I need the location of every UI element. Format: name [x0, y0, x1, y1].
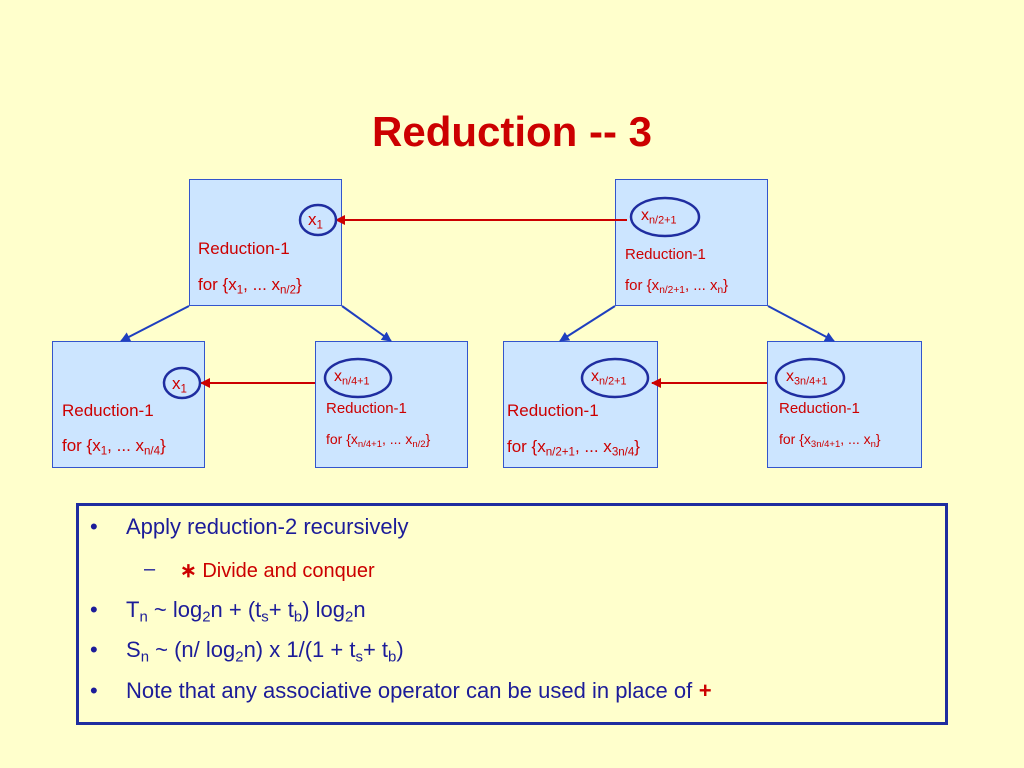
- plus-operator: +: [698, 678, 712, 703]
- range-bottom-2: for {xn/4+1, ... xn/2}: [326, 431, 431, 450]
- split-arrow-2: [341, 305, 392, 342]
- label-top-left: Reduction-1: [198, 239, 290, 258]
- var-circle-bottom-1: [162, 366, 202, 400]
- var-circle-top-right: [629, 196, 701, 238]
- label-bottom-2: Reduction-1: [326, 400, 407, 417]
- var-top-right: xn/2+1: [641, 207, 677, 227]
- var-bottom-1: x1: [172, 374, 187, 396]
- bullet-marker: •: [90, 637, 98, 662]
- var-bottom-3: xn/2+1: [591, 368, 627, 388]
- slide-title: Reduction -- 3: [372, 108, 652, 155]
- box-top-left: [189, 179, 342, 306]
- bullet-apply-reduction: •Apply reduction-2 recursively: [90, 514, 409, 539]
- box-top-right: [615, 179, 768, 306]
- bullet-sn-formula: •Sn ~ (n/ log2n) x 1/(1 + ts+ tb): [90, 637, 404, 666]
- split-arrow-3: [559, 305, 616, 342]
- range-bottom-3: for {xn/2+1, ... x3n/4}: [507, 437, 640, 459]
- label-bottom-1: Reduction-1: [62, 401, 154, 420]
- label-bottom-4: Reduction-1: [779, 400, 860, 417]
- notes-panel: [76, 503, 948, 725]
- star-icon: ∗: [180, 560, 197, 582]
- bullet-marker: •: [90, 678, 98, 703]
- label-bottom-3: Reduction-1: [507, 401, 599, 420]
- label-top-right: Reduction-1: [625, 246, 706, 263]
- split-arrow-4: [767, 305, 835, 342]
- var-bottom-4: x3n/4+1: [786, 368, 828, 388]
- bullet-tn-formula: •Tn ~ log2n + (ts+ tb) log2n: [90, 597, 366, 626]
- subbullet-marker: –: [144, 558, 156, 580]
- var-bottom-2: xn/4+1: [334, 368, 370, 388]
- box-bottom-1: [52, 341, 205, 468]
- var-circle-bottom-2: [323, 357, 393, 399]
- range-bottom-4: for {x3n/4+1, ... xn}: [779, 431, 881, 450]
- var-top-left: x1: [308, 210, 323, 232]
- bullet-marker: •: [90, 514, 98, 539]
- split-arrow-1: [120, 305, 190, 342]
- subbullet-divide-conquer: –∗ Divide and conquer: [144, 558, 375, 582]
- bullet-marker: •: [90, 597, 98, 622]
- range-top-right: for {xn/2+1, ... xn}: [625, 277, 729, 297]
- var-circle-bottom-3: [580, 357, 650, 399]
- var-circle-top-left: [298, 203, 338, 237]
- var-circle-bottom-4: [774, 357, 846, 399]
- range-bottom-1: for {x1, ... xn/4}: [62, 436, 166, 458]
- bullet-associative-note: •Note that any associative operator can …: [90, 678, 712, 703]
- range-top-left: for {x1, ... xn/2}: [198, 275, 302, 297]
